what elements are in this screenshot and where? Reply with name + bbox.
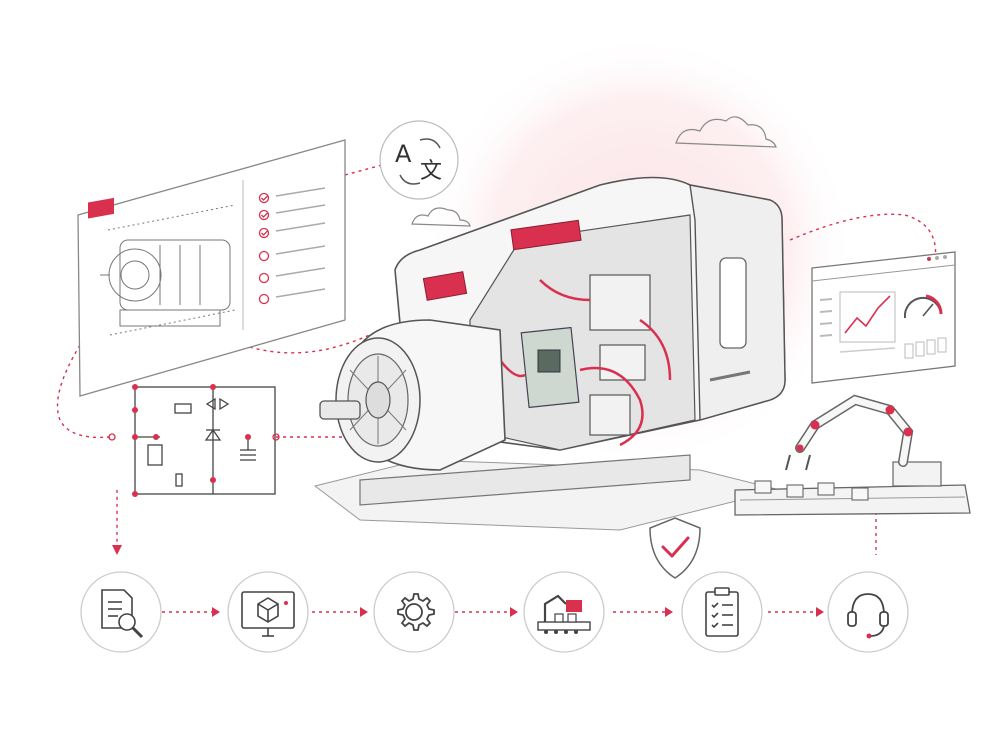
assembly-robot-icon [537, 594, 591, 634]
robot-arm-station [734, 394, 971, 516]
cloud-icon [675, 116, 777, 148]
checklist-item-2 [258, 204, 326, 221]
workflow-step-checklist[interactable] [681, 571, 763, 653]
wiring [499, 279, 672, 447]
shield-check-icon [649, 517, 701, 579]
translate-arrow-icon [419, 138, 441, 149]
checklist-item-4 [258, 245, 326, 262]
document-panel [77, 139, 346, 397]
industrial-machine [313, 176, 786, 531]
checklist-item-1 [258, 187, 326, 204]
workflow-step-cad-monitor[interactable] [227, 571, 309, 653]
checklist-item-5 [258, 267, 326, 284]
workflow-steps [80, 571, 909, 653]
document-search-icon [101, 589, 144, 639]
arrow-down-icon [112, 545, 122, 555]
gauge-icon [903, 294, 943, 319]
trend-line [844, 295, 891, 334]
dashboard-window [811, 251, 956, 384]
accent-dot [284, 601, 288, 605]
motor-blueprint-sketch [100, 204, 236, 336]
headset-support-icon [847, 593, 889, 637]
translate-badge[interactable]: A 文 [379, 120, 459, 200]
checklist-item-6 [258, 288, 326, 305]
checklist-item-3 [258, 222, 326, 239]
translate-arrow-icon [399, 174, 421, 185]
translate-glyph-cjk: 文 [420, 159, 442, 184]
workflow-arrowheads [212, 607, 824, 617]
workflow-step-assembly[interactable] [523, 571, 605, 653]
checklist-clipboard-icon [705, 587, 739, 637]
cad-monitor-icon [241, 591, 295, 637]
microphone-dot [866, 633, 872, 639]
workflow-step-support[interactable] [827, 571, 909, 653]
translate-glyph-latin: A [395, 140, 412, 168]
checklist [258, 187, 326, 305]
cloud-icon [411, 207, 471, 227]
circuit-nodes [108, 384, 280, 497]
workflow-step-gear[interactable] [373, 571, 455, 653]
circuit-schematic [134, 386, 276, 495]
workflow-step-document-search[interactable] [80, 571, 162, 653]
document-tag [88, 197, 114, 219]
gear-icon [397, 593, 435, 631]
